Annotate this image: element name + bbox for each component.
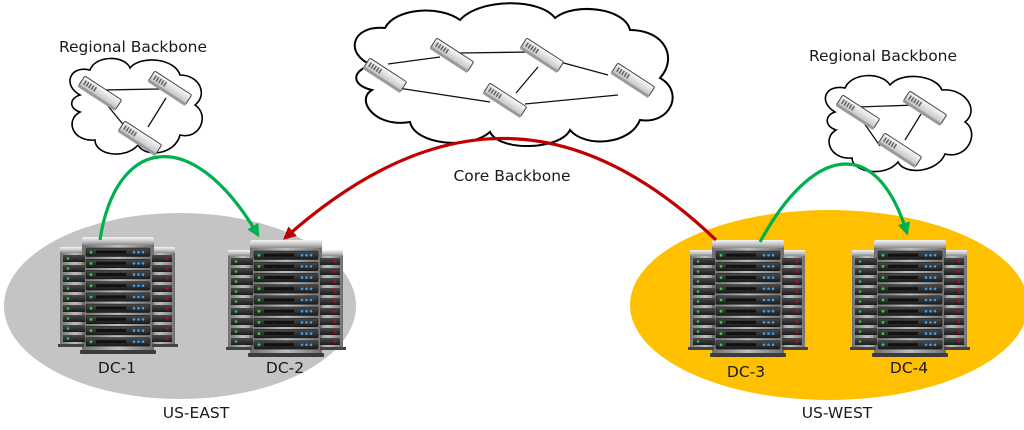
network-switch-icon	[519, 38, 564, 73]
regional-link-dc1-dc2	[98, 155, 260, 241]
core-backbone-cloud	[353, 2, 674, 148]
dc4-server-rack-icon	[850, 240, 970, 357]
network-switch-icon	[429, 38, 474, 73]
dc3-server-rack-icon	[688, 240, 808, 357]
core-link-dc3-dc2	[283, 136, 718, 242]
network-switch-icon	[147, 71, 192, 106]
us-west-label: US-WEST	[802, 404, 873, 422]
us-east-label: US-EAST	[163, 404, 230, 422]
dc4-label: DC-4	[890, 359, 928, 377]
core-switch-links	[387, 51, 619, 105]
regional-backbone-west-label: Regional Backbone	[809, 47, 957, 65]
network-switch-icon	[482, 83, 527, 118]
west-switch-links	[857, 104, 922, 147]
dc1-server-rack-icon	[58, 237, 178, 354]
regional-backbone-cloud-west	[824, 74, 973, 173]
network-switch-icon	[902, 91, 947, 126]
network-switch-icon	[117, 121, 162, 156]
dc3-label: DC-3	[727, 363, 765, 381]
regional-backbone-east-label: Regional Backbone	[59, 38, 207, 56]
dc2-server-rack-icon	[226, 240, 346, 357]
network-switch-icon	[835, 95, 880, 130]
dc1-label: DC-1	[98, 359, 136, 377]
network-switch-icon	[77, 76, 122, 111]
regional-link-dc3-dc4	[758, 162, 911, 243]
network-switch-icon	[610, 63, 655, 98]
dc2-label: DC-2	[266, 359, 304, 377]
network-switch-icon	[877, 133, 922, 168]
core-backbone-label: Core Backbone	[453, 167, 570, 185]
network-switch-icon	[362, 58, 407, 93]
